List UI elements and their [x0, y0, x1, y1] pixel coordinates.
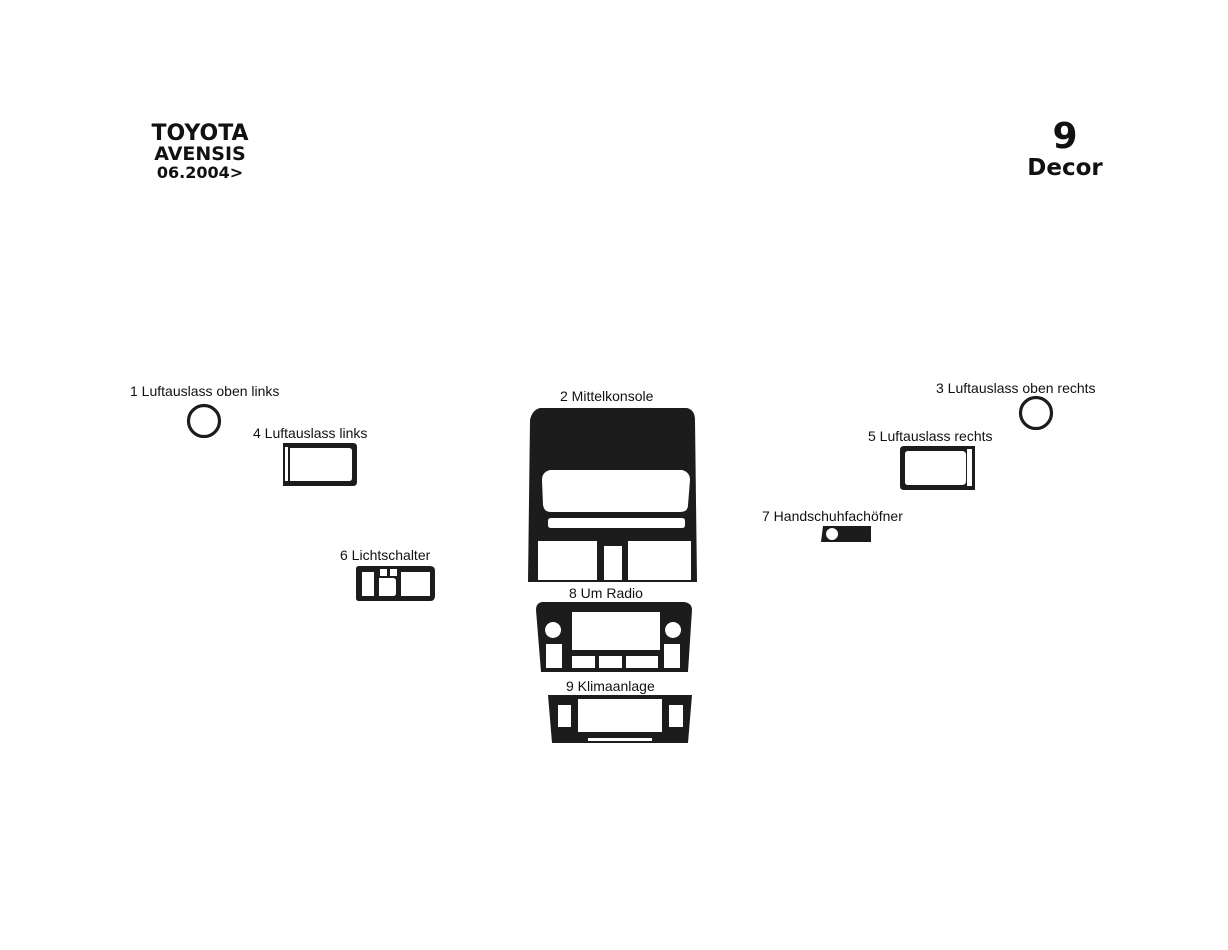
part-label-9: 9 Klimaanlage: [566, 678, 655, 694]
part-6-light-switch: [356, 566, 435, 601]
part-9-climate-control: [548, 695, 692, 743]
part-label-4: 4 Luftauslass links: [253, 425, 368, 441]
part-3-vent-ring-top-right: [1018, 395, 1054, 431]
part-label-6: 6 Lichtschalter: [340, 547, 431, 563]
part-7-glovebox-opener: [821, 526, 871, 542]
kit-type: Decor: [1027, 155, 1103, 181]
part-5-vent-right: [900, 446, 975, 490]
part-label-7: 7 Handschuhfachöfner: [762, 508, 903, 524]
piece-count-block: 9 Decor: [1010, 116, 1120, 181]
part-label-1: 1 Luftauslass oben links: [130, 383, 280, 399]
part-label-3: 3 Luftauslass oben rechts: [936, 380, 1096, 396]
part-2-center-console: [528, 408, 697, 582]
part-8-around-radio: [536, 602, 692, 672]
part-4-vent-left: [283, 443, 357, 486]
part-label-5: 5 Luftauslass rechts: [868, 428, 993, 444]
model-title: AVENSIS: [154, 143, 246, 165]
part-1-vent-ring-top-left: [186, 403, 222, 439]
brand-title: TOYOTA: [151, 121, 249, 146]
part-label-2: 2 Mittelkonsole: [560, 388, 654, 404]
model-year: 06.2004>: [156, 163, 244, 182]
part-label-8: 8 Um Radio: [569, 585, 643, 601]
piece-count: 9: [1052, 116, 1078, 157]
vehicle-model-block: TOYOTA AVENSIS 06.2004>: [140, 121, 260, 182]
